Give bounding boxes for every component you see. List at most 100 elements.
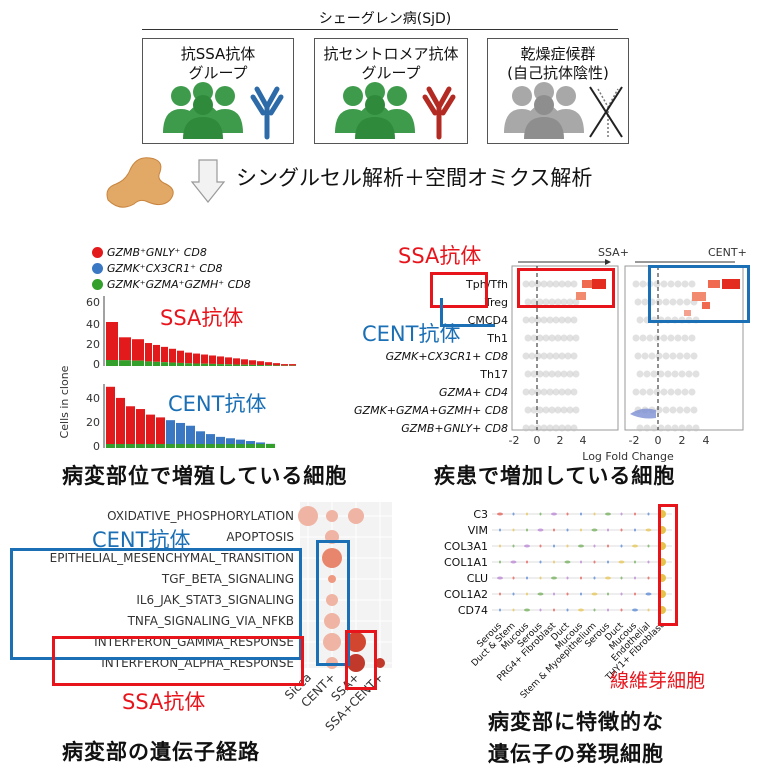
logfc-point (690, 352, 698, 360)
col-title: SSA+ (598, 246, 629, 259)
logfc-point (540, 352, 548, 360)
logfc-point (566, 370, 574, 378)
logfc-point (572, 370, 580, 378)
violin-caption-2: 遺伝子の発現細胞 (488, 742, 664, 766)
logfc-ssa-label: SSA抗体 (398, 244, 482, 268)
logfc-point (681, 280, 689, 288)
logfc-point (653, 388, 661, 396)
logfc-point (534, 316, 542, 324)
logfc-point (524, 370, 532, 378)
logfc-point (667, 388, 675, 396)
violin (645, 592, 652, 596)
logfc-point (669, 298, 677, 306)
clone-bar-segment (146, 444, 155, 448)
clone-ssa-label: SSA抗体 (160, 306, 244, 330)
legend-label: GZMB⁺GNLY⁺ CD8 (107, 245, 207, 259)
violin (499, 544, 501, 548)
legend-item: GZMK⁺CX3CR1⁺ CD8 (92, 260, 251, 276)
violin (526, 576, 528, 580)
logfc-point (685, 424, 693, 432)
logfc-point (674, 334, 682, 342)
violin (499, 608, 501, 612)
clone-bar (126, 406, 135, 448)
logfc-point (685, 370, 693, 378)
logfc-point (676, 298, 684, 306)
logfc-point (671, 424, 679, 432)
logfc-point (653, 334, 661, 342)
clone-bar (161, 346, 168, 363)
logfc-point (522, 316, 530, 324)
violin (499, 592, 501, 596)
violin (578, 608, 584, 612)
logfc-point (552, 280, 560, 288)
logfc-point (678, 370, 686, 378)
pathway-dot (323, 633, 341, 651)
violin (607, 608, 609, 612)
violin (632, 608, 638, 612)
violin (539, 608, 542, 612)
violin (512, 512, 515, 516)
logfc-point (566, 406, 574, 414)
violin (566, 512, 569, 516)
violin-gene-label: COL1A1 (444, 556, 488, 569)
clone-bar-segment (273, 365, 280, 366)
logfc-xtick: 4 (703, 434, 710, 447)
logfc-point (655, 406, 663, 414)
logfc-point (552, 352, 560, 360)
clone-bar-segment (249, 364, 256, 366)
violin (524, 544, 530, 548)
violin (591, 528, 598, 532)
logfc-point (669, 352, 677, 360)
logfc-point (655, 352, 663, 360)
ssa-tph-markers (576, 279, 606, 300)
clone-bar (217, 356, 224, 365)
logfc-point (643, 424, 651, 432)
clone-bar (233, 358, 240, 365)
clone-bar-segment (132, 360, 144, 366)
clone-bar-segment (201, 363, 208, 366)
pathway-label: TNFA_SIGNALING_VIA_NFKB (127, 614, 294, 628)
logfc-point (650, 370, 658, 378)
violin (566, 544, 569, 548)
violin (634, 592, 636, 596)
clone-bar-segment (185, 363, 192, 366)
clone-bar-segment (116, 444, 125, 448)
logfc-point (534, 352, 542, 360)
logfc-row-label: GZMB+GNLY+ CD8 (401, 422, 508, 435)
pathway-dot (348, 508, 364, 524)
clone-bar (209, 355, 216, 364)
violin (591, 592, 598, 596)
clone-bar (257, 361, 264, 366)
logfc-point (554, 406, 562, 414)
people-antibody-icon (163, 82, 284, 140)
clone-bar (196, 431, 205, 448)
violin (553, 560, 555, 564)
violin (566, 528, 569, 532)
clone-bar (166, 420, 175, 448)
logfc-point (660, 388, 668, 396)
logfc-point (558, 280, 566, 288)
pathway-ssa-col-box (345, 630, 377, 690)
clone-bar-segment (196, 444, 205, 448)
tick: 60 (86, 296, 100, 309)
legend-label: GZMK⁺CX3CR1⁺ CD8 (107, 261, 223, 275)
logfc-xtick: 0 (655, 434, 662, 447)
violin-gene-label: CD74 (458, 604, 488, 617)
logfc-point (653, 280, 661, 288)
logfc-point (522, 352, 530, 360)
legend-item: GZMB⁺GNLY⁺ CD8 (92, 244, 251, 260)
cent-blue-blob (630, 408, 656, 419)
cent-tph-markers (684, 279, 740, 316)
pathway-ssa-label: SSA抗体 (122, 690, 206, 714)
pathway-label: EPITHELIAL_MESENCHYMAL_TRANSITION (50, 551, 294, 565)
people-no-antibody-icon (504, 82, 623, 139)
group-box-cent: 抗セントロメア抗体グループ (314, 38, 468, 144)
violin (497, 576, 503, 580)
logfc-point (664, 370, 672, 378)
violin (580, 560, 582, 564)
logfc-point (546, 316, 554, 324)
violin (524, 608, 530, 612)
logfc-point (564, 424, 572, 432)
logfc-point (522, 424, 530, 432)
logfc-point (554, 370, 562, 378)
